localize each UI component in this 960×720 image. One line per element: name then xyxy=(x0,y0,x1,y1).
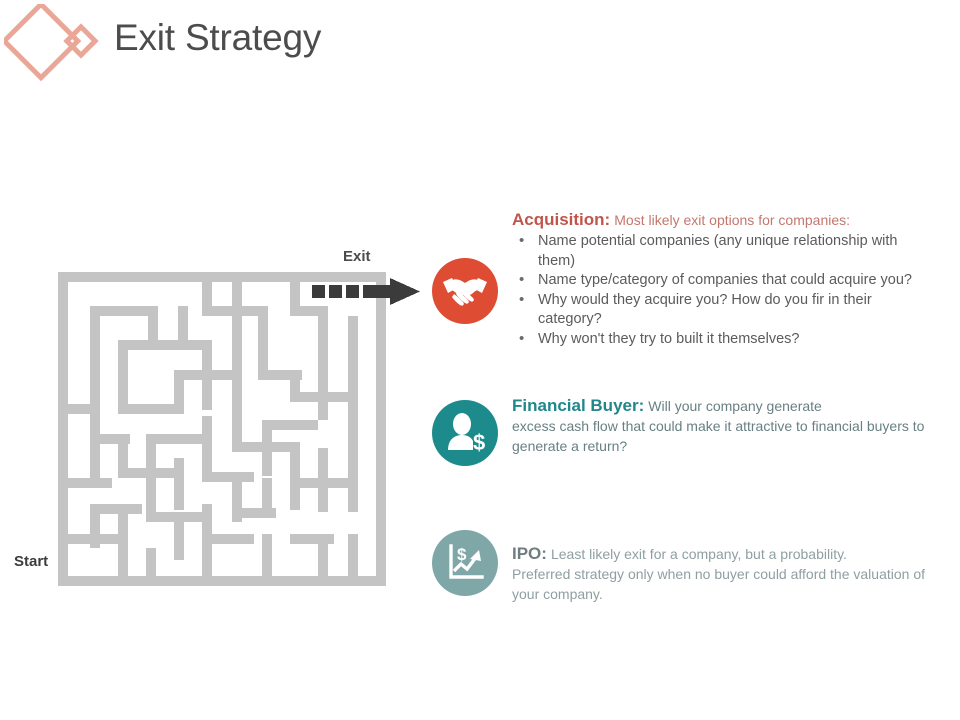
acquisition-heading: Acquisition: xyxy=(512,210,611,229)
exit-options-list: Acquisition: Most likely exit options fo… xyxy=(424,200,944,620)
financial-buyer-text: Financial Buyer: Will your company gener… xyxy=(512,396,932,456)
dashed-right-arrow-icon xyxy=(312,278,420,306)
maze-icon xyxy=(58,272,386,586)
acquisition-text: Acquisition: Most likely exit options fo… xyxy=(512,210,932,349)
financial-buyer-lead: Financial Buyer: Will your company gener… xyxy=(512,396,932,417)
acquisition-lead-text: Most likely exit options for companies: xyxy=(614,212,851,228)
start-label: Start xyxy=(14,553,49,570)
acquisition-bullets: Name potential companies (any unique rel… xyxy=(512,231,932,350)
acquisition-lead: Acquisition: Most likely exit options fo… xyxy=(512,210,932,231)
page-title: Exit Strategy xyxy=(114,17,322,58)
list-item: Why won't they try to built it themselve… xyxy=(512,329,932,350)
page-header: Exit Strategy xyxy=(0,0,960,96)
growth-chart-dollar-icon: $ xyxy=(432,530,498,596)
person-dollar-icon: $ xyxy=(432,400,498,466)
double-diamond-icon xyxy=(0,0,108,88)
list-item: Name type/category of companies that cou… xyxy=(512,270,932,291)
ipo-text: IPO: Least likely exit for a company, bu… xyxy=(512,544,932,604)
list-item: Why would they acquire you? How do you f… xyxy=(512,290,932,330)
svg-text:$: $ xyxy=(457,545,467,564)
financial-buyer-body: excess cash flow that could make it attr… xyxy=(512,418,925,454)
financial-buyer-heading: Financial Buyer: xyxy=(512,396,645,415)
svg-text:$: $ xyxy=(473,430,485,455)
ipo-body: Preferred strategy only when no buyer co… xyxy=(512,566,925,602)
ipo-heading: IPO: xyxy=(512,544,547,563)
ipo-lead: IPO: Least likely exit for a company, bu… xyxy=(512,544,932,565)
ipo-lead-text: Least likely exit for a company, but a p… xyxy=(550,546,847,562)
financial-buyer-lead-text: Will your company generate xyxy=(648,398,822,414)
list-item: Name potential companies (any unique rel… xyxy=(512,231,932,271)
handshake-icon xyxy=(432,258,498,324)
exit-label: Exit xyxy=(343,248,371,265)
